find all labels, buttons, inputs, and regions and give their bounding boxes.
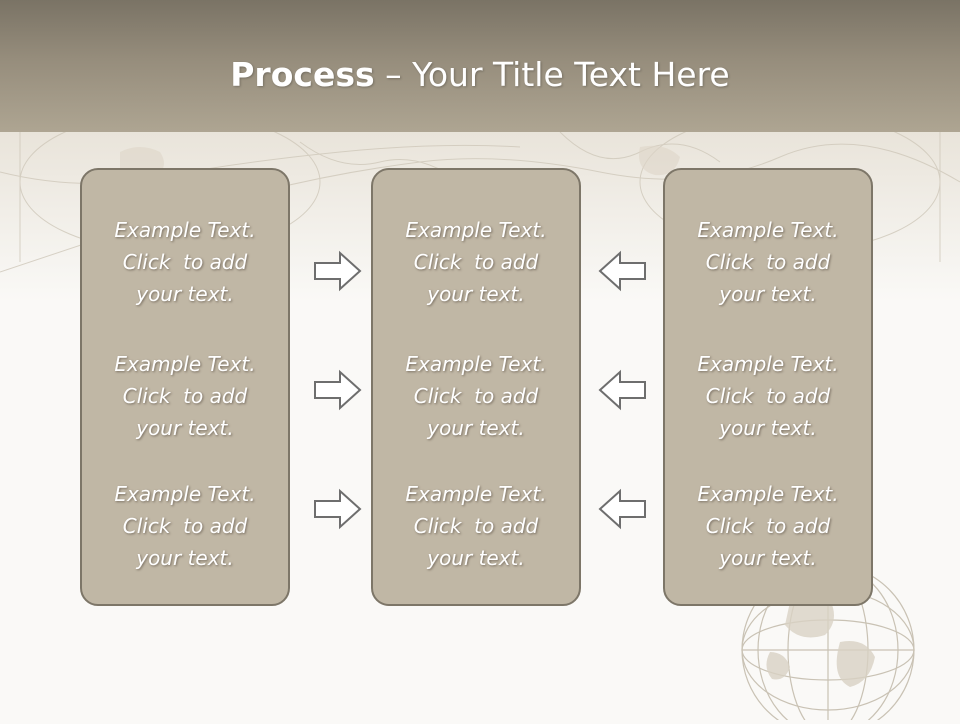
text-line: Click to add xyxy=(413,384,539,408)
text-line: your text. xyxy=(427,416,525,440)
text-line: your text. xyxy=(136,416,234,440)
text-line: Example Text. xyxy=(697,352,839,376)
text-block[interactable]: Example Text. Click to add your text. xyxy=(665,478,871,574)
text-line: Click to add xyxy=(122,250,248,274)
text-line: Example Text. xyxy=(697,218,839,242)
title-bold-part: Process xyxy=(230,55,375,94)
arrow-right-icon[interactable] xyxy=(313,250,363,292)
text-line: Click to add xyxy=(705,514,831,538)
text-block[interactable]: Example Text. Click to add your text. xyxy=(373,478,579,574)
text-line: Example Text. xyxy=(697,482,839,506)
process-box-center[interactable]: Example Text. Click to add your text. Ex… xyxy=(371,168,581,606)
text-line: Example Text. xyxy=(114,218,256,242)
text-line: Example Text. xyxy=(114,352,256,376)
text-line: Example Text. xyxy=(114,482,256,506)
process-box-right[interactable]: Example Text. Click to add your text. Ex… xyxy=(663,168,873,606)
text-line: Click to add xyxy=(413,514,539,538)
text-line: Click to add xyxy=(122,384,248,408)
slide-title[interactable]: Process – Your Title Text Here xyxy=(0,50,960,100)
text-line: Click to add xyxy=(122,514,248,538)
text-block[interactable]: Example Text. Click to add your text. xyxy=(82,478,288,574)
process-box-left[interactable]: Example Text. Click to add your text. Ex… xyxy=(80,168,290,606)
arrow-right-icon[interactable] xyxy=(313,369,363,411)
text-block[interactable]: Example Text. Click to add your text. xyxy=(373,214,579,310)
text-block[interactable]: Example Text. Click to add your text. xyxy=(82,348,288,444)
text-line: Click to add xyxy=(413,250,539,274)
text-line: your text. xyxy=(136,282,234,306)
title-rest-part: – Your Title Text Here xyxy=(374,55,730,94)
text-line: Click to add xyxy=(705,384,831,408)
text-line: your text. xyxy=(719,416,817,440)
text-line: your text. xyxy=(136,546,234,570)
arrow-left-icon[interactable] xyxy=(597,488,647,530)
text-line: Example Text. xyxy=(405,218,547,242)
text-line: Example Text. xyxy=(405,482,547,506)
text-block[interactable]: Example Text. Click to add your text. xyxy=(665,214,871,310)
arrow-left-icon[interactable] xyxy=(597,369,647,411)
text-block[interactable]: Example Text. Click to add your text. xyxy=(82,214,288,310)
text-line: Click to add xyxy=(705,250,831,274)
title-bar xyxy=(0,0,960,132)
text-line: Example Text. xyxy=(405,352,547,376)
arrow-right-icon[interactable] xyxy=(313,488,363,530)
text-line: your text. xyxy=(427,282,525,306)
text-line: your text. xyxy=(427,546,525,570)
text-line: your text. xyxy=(719,546,817,570)
text-line: your text. xyxy=(719,282,817,306)
arrow-left-icon[interactable] xyxy=(597,250,647,292)
text-block[interactable]: Example Text. Click to add your text. xyxy=(373,348,579,444)
text-block[interactable]: Example Text. Click to add your text. xyxy=(665,348,871,444)
